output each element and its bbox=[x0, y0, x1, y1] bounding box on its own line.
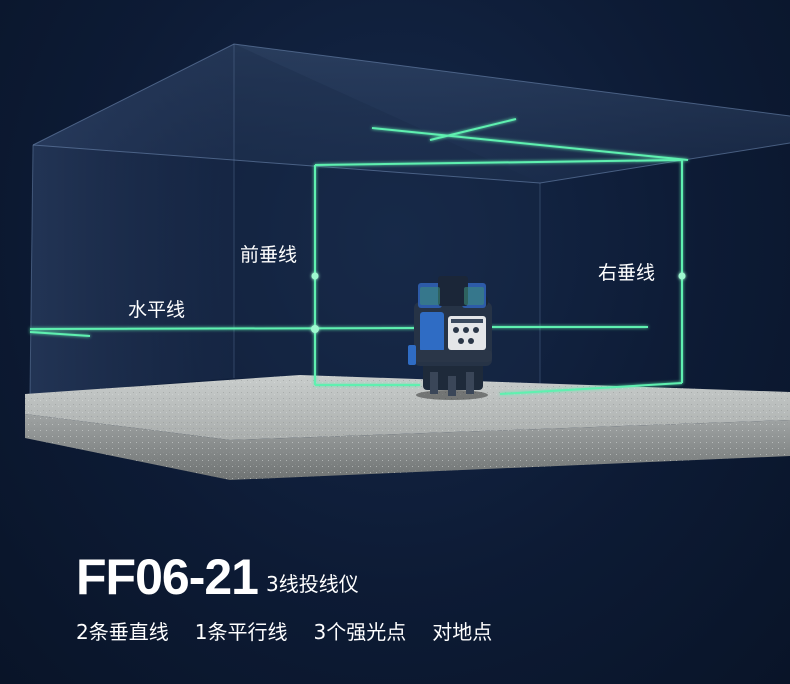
front-dot bbox=[311, 272, 319, 280]
laser-level-device bbox=[408, 276, 492, 400]
right-vertical-label: 右垂线 bbox=[598, 262, 656, 284]
feature-list: 2条垂直线 1条平行线 3个强光点 对地点 bbox=[76, 616, 492, 645]
horizontal-label: 水平线 bbox=[128, 299, 186, 321]
product-model: FF06-21 bbox=[76, 549, 259, 605]
feature-item: 对地点 bbox=[432, 620, 493, 644]
feature-item: 2条垂直线 bbox=[76, 620, 169, 644]
laser-dots bbox=[311, 272, 686, 333]
right-dot bbox=[678, 272, 686, 280]
left-wall bbox=[30, 44, 234, 395]
feature-item: 3个强光点 bbox=[313, 620, 407, 644]
front-vertical-label: 前垂线 bbox=[240, 244, 298, 266]
product-subtitle: 3线投线仪 bbox=[266, 572, 359, 596]
room-illustration bbox=[25, 43, 790, 480]
cross-dot bbox=[311, 325, 319, 333]
feature-item: 1条平行线 bbox=[194, 620, 288, 644]
